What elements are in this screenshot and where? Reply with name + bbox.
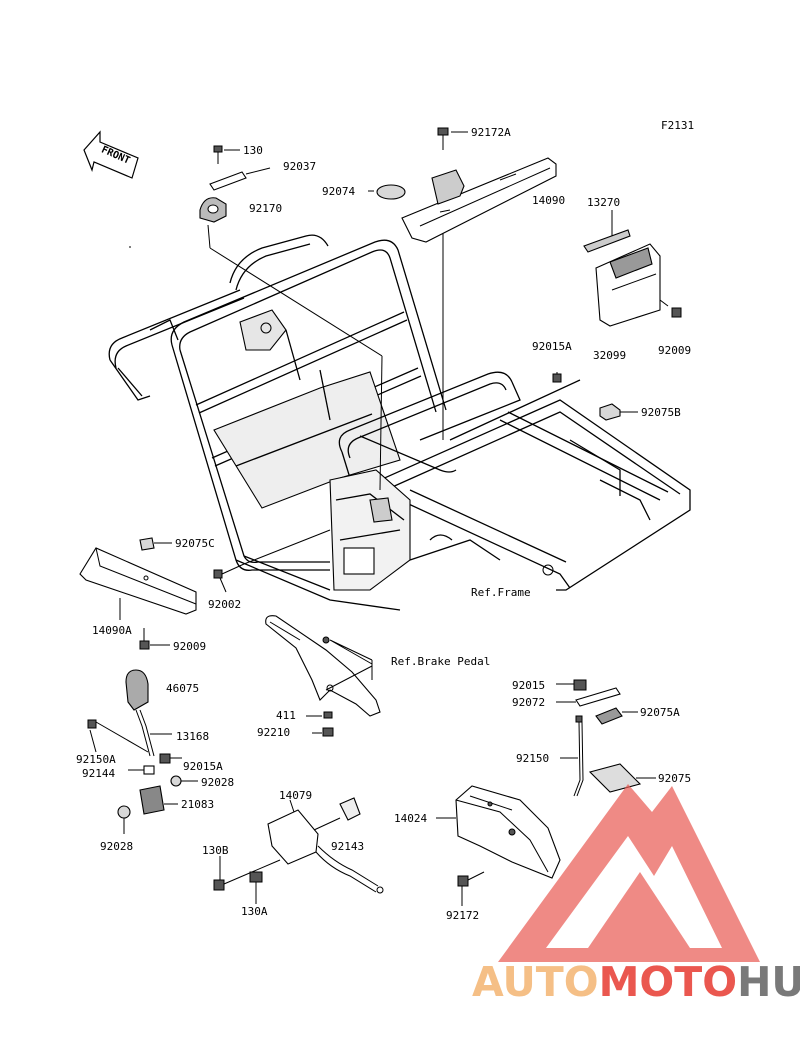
label-92009-low: 92009 <box>173 640 206 653</box>
label-130B: 130B <box>202 844 229 857</box>
rod-92150A-icon <box>87 719 149 753</box>
label-92028-bottom: 92028 <box>100 840 133 853</box>
cable-bracket-14079-icon <box>267 797 384 894</box>
label-13270: 13270 <box>587 196 620 209</box>
label-14079: 14079 <box>279 789 312 802</box>
label-92028-right: 92028 <box>201 776 234 789</box>
label-130: 130 <box>243 144 263 157</box>
grommet-92075C-icon <box>139 537 172 551</box>
figure-code: F2131 <box>661 119 694 132</box>
label-92009-top: 92009 <box>658 344 691 357</box>
label-92075A: 92075A <box>640 706 680 719</box>
cover-14024-icon <box>436 785 561 879</box>
bolt-92002-icon <box>213 563 245 593</box>
pad-92075-icon <box>588 763 656 793</box>
main-frame-drawing <box>108 234 691 611</box>
bolt-130B-icon <box>213 856 281 891</box>
pad-92075A-icon <box>595 707 638 725</box>
shift-knob-46075-icon <box>125 669 155 757</box>
bracket-plate-14090-icon <box>401 157 557 243</box>
watermark-hub: HUB <box>737 958 800 1006</box>
label-92170: 92170 <box>249 202 282 215</box>
label-92075B: 92075B <box>641 406 681 419</box>
grommet-92075B-icon <box>599 403 638 421</box>
ref-brake-pedal-label: Ref.Brake Pedal <box>391 655 490 668</box>
link-21083-icon <box>139 785 178 815</box>
label-92172A: 92172A <box>471 126 511 139</box>
bolt-130-icon <box>213 145 240 164</box>
label-92015A-top: 92015A <box>532 340 572 353</box>
clip-92144-icon <box>128 765 155 775</box>
bolt-92172-icon <box>457 871 485 906</box>
label-411: 411 <box>276 709 296 722</box>
ref-frame-label: Ref.Frame <box>471 586 531 599</box>
clamp-92170-icon <box>199 197 227 223</box>
rod-92150-icon <box>560 715 584 797</box>
screw-92009-low-icon <box>139 628 170 650</box>
label-92015A-low: 92015A <box>183 760 223 773</box>
washer-92028-low-icon <box>117 805 131 834</box>
cap-92074-icon <box>368 184 406 200</box>
label-92075C: 92075C <box>175 537 215 550</box>
washer-92028-icon <box>170 775 198 787</box>
label-92172: 92172 <box>446 909 479 922</box>
label-92072: 92072 <box>512 696 545 709</box>
plate-14090A-icon <box>79 547 197 620</box>
nut-92015-icon <box>556 679 587 691</box>
label-21083: 21083 <box>181 798 214 811</box>
label-92144: 92144 <box>82 767 115 780</box>
watermark-logo: AUTOMOTOHUB <box>472 784 800 1006</box>
nut-92015A-low-icon <box>159 753 182 764</box>
brake-pedal-lever-icon <box>265 615 381 737</box>
bolt-92172A-icon <box>437 127 468 150</box>
screw-92009-icon <box>659 299 682 318</box>
watermark-auto: AUTO <box>472 958 599 1006</box>
watermark-triangle-icon <box>498 784 760 962</box>
nut-92015A-icon <box>552 373 562 383</box>
label-92002: 92002 <box>208 598 241 611</box>
leader-lines <box>129 220 558 565</box>
label-92074: 92074 <box>322 185 355 198</box>
label-92210: 92210 <box>257 726 290 739</box>
nut-130A-icon <box>249 871 263 904</box>
box-32099-icon <box>583 210 661 327</box>
watermark-moto: MOTO <box>599 958 737 1006</box>
front-arrow-icon: FRONT <box>83 130 139 179</box>
label-130A: 130A <box>241 905 268 918</box>
label-92037: 92037 <box>283 160 316 173</box>
label-46075: 46075 <box>166 682 199 695</box>
label-92075: 92075 <box>658 772 691 785</box>
strap-92072-icon <box>556 687 621 707</box>
label-14024: 14024 <box>394 812 427 825</box>
label-14090: 14090 <box>532 194 565 207</box>
label-92015: 92015 <box>512 679 545 692</box>
label-32099: 32099 <box>593 349 626 362</box>
label-92150A: 92150A <box>76 753 116 766</box>
label-92143: 92143 <box>331 840 364 853</box>
label-13168: 13168 <box>176 730 209 743</box>
label-92150: 92150 <box>516 752 549 765</box>
svg-text:AUTOMOTOHUB: AUTOMOTOHUB <box>472 958 800 1006</box>
label-14090A: 14090A <box>92 624 132 637</box>
strap-92037-icon <box>209 167 271 191</box>
